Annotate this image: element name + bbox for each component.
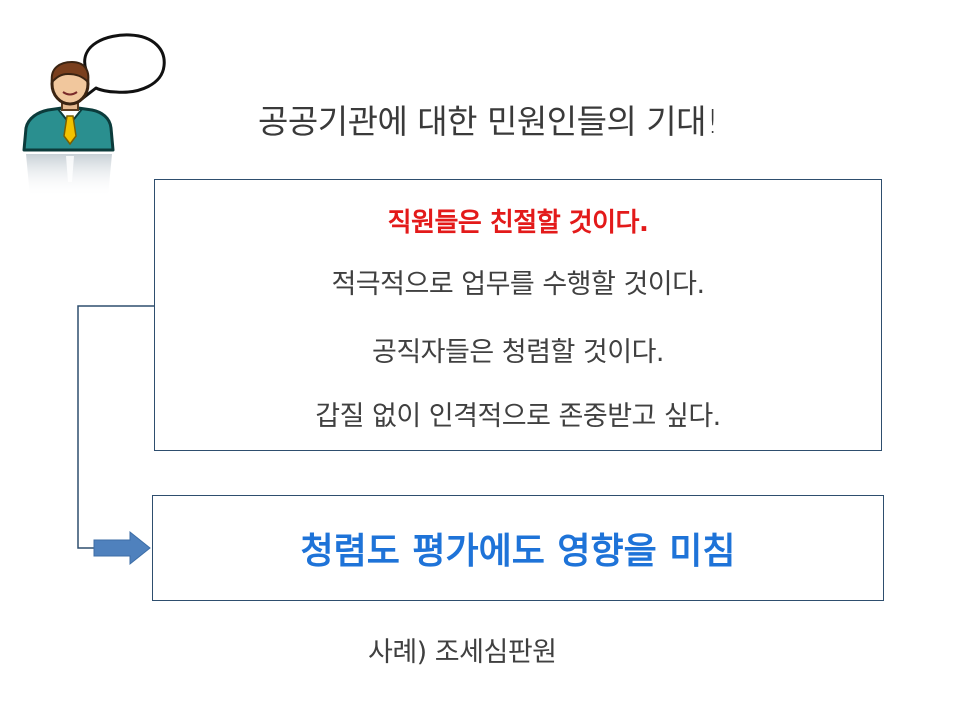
expectation-item: 직원들은 친절할 것이다. [387, 208, 649, 238]
result-text: 청렴도 평가에도 영향을 미침 [300, 530, 736, 572]
case-caption: 사례) 조세심판원 [368, 637, 557, 668]
expectation-item: 갑질 없이 인격적으로 존중받고 싶다. [315, 401, 721, 432]
expectation-item: 공직자들은 청렴할 것이다. [372, 337, 665, 368]
expectation-item: 적극적으로 업무를 수행할 것이다. [331, 269, 705, 300]
page-title: 공공기관에 대한 민원인들의 기대! [258, 102, 719, 141]
result-box: 청렴도 평가에도 영향을 미침 [152, 495, 884, 601]
expectations-box: 직원들은 친절할 것이다. 적극적으로 업무를 수행할 것이다. 공직자들은 청… [154, 179, 882, 451]
speech-bubble-icon [76, 33, 166, 104]
right-arrow-icon [93, 530, 151, 566]
speaking-person-icon [22, 33, 166, 197]
